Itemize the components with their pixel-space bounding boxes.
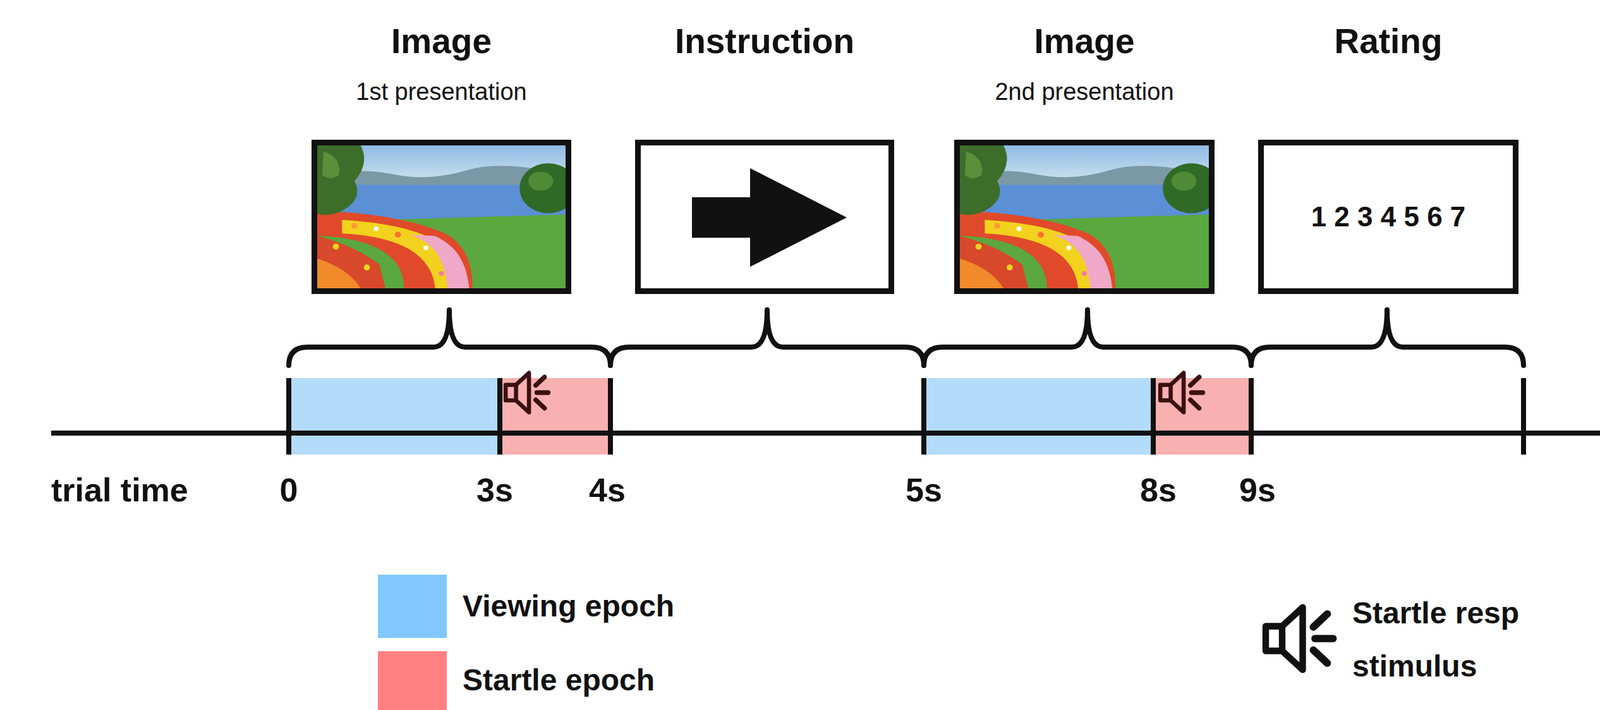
screen-frame: 1 2 3 4 5 6 7 [1258,139,1519,294]
stage-panel: Image 2nd presentation [954,0,1215,294]
tick-label: 5s [905,470,943,509]
axis-title: trial time [51,470,189,509]
tick-label: 0 [279,470,299,509]
screen-frame [635,139,895,294]
speaker-icon [1160,372,1203,413]
tick-label: 3s [476,470,514,509]
stage-subtitle: 2nd presentation [994,77,1174,106]
instruction-arrow [691,168,847,267]
tick-label: 9s [1239,470,1276,509]
stage-subtitle: 1st presentation [355,77,527,106]
stage-heading: Rating [1258,21,1519,62]
stage-title: Rating [1333,21,1443,62]
legend-swatch [377,574,447,638]
landscape-photo [959,145,1221,289]
trial-braces [288,309,1524,366]
epoch-bands [288,377,1252,455]
legend-label: Viewing epoch [462,588,675,624]
stage-title: Image [1034,21,1135,62]
stage-panel: Rating 1 2 3 4 5 6 7 [1258,0,1519,294]
stage-title: Instruction [674,21,855,62]
stage-title: Image [391,21,492,62]
axis-ticks [288,377,1524,455]
time-axis [51,430,1600,436]
speaker-icon [1265,607,1334,670]
legend-swatch [377,650,447,710]
legend-label: Startle resp stimulus [1352,586,1599,693]
stage-heading: Instruction [635,21,895,62]
stage-heading: Image 2nd presentation [954,21,1215,106]
tick-label: 4s [588,470,626,509]
landscape-photo [317,145,577,289]
stage-heading: Image 1st presentation [311,21,572,106]
legend-label: Startle epoch [462,662,655,698]
screen-frame [311,139,572,294]
speaker-icon [505,372,548,413]
stage-panel: Image 1st presentation [311,0,572,294]
stage-panel: Instruction [635,0,895,294]
tick-label: 8s [1139,470,1177,509]
screen-frame [954,139,1215,294]
rating-scale: 1 2 3 4 5 6 7 [1311,200,1467,234]
